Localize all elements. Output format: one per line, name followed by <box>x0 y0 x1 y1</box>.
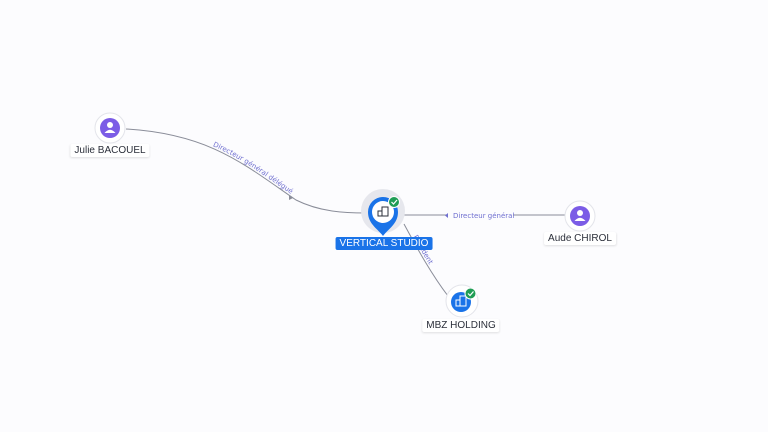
node-mbz-holding[interactable] <box>445 284 479 318</box>
edge-label-aude: Directeur général <box>453 212 514 220</box>
person-icon <box>570 206 590 226</box>
edge-arrow <box>445 213 448 218</box>
node-label-vertical-studio[interactable]: VERTICAL STUDIO <box>335 237 433 250</box>
edge-arrow <box>289 195 293 200</box>
node-label-julie-bacouel[interactable]: Julie BACOUEL <box>70 144 150 157</box>
node-vertical-studio[interactable] <box>361 189 405 236</box>
person-icon <box>100 118 120 138</box>
edge-label-bg <box>447 210 513 220</box>
node-label-mbz-holding[interactable]: MBZ HOLDING <box>422 319 500 332</box>
node-label-aude-chirol[interactable]: Aude CHIROL <box>544 232 616 245</box>
node-aude-chirol[interactable] <box>564 200 596 232</box>
building-icon <box>377 206 389 217</box>
verified-check-icon <box>464 287 477 300</box>
node-julie-bacouel[interactable] <box>94 112 126 144</box>
edge-julie-to-vertical-studio: Directeur général délégué <box>125 128 367 214</box>
verified-check-icon <box>388 196 400 208</box>
svg-text:Directeur général délégué: Directeur général délégué <box>212 141 295 196</box>
edge-label-julie: Directeur général délégué <box>212 141 295 196</box>
edge-mbz-to-vertical-studio: Président <box>403 223 449 297</box>
edge-aude-to-vertical-studio: Directeur général <box>404 210 565 220</box>
